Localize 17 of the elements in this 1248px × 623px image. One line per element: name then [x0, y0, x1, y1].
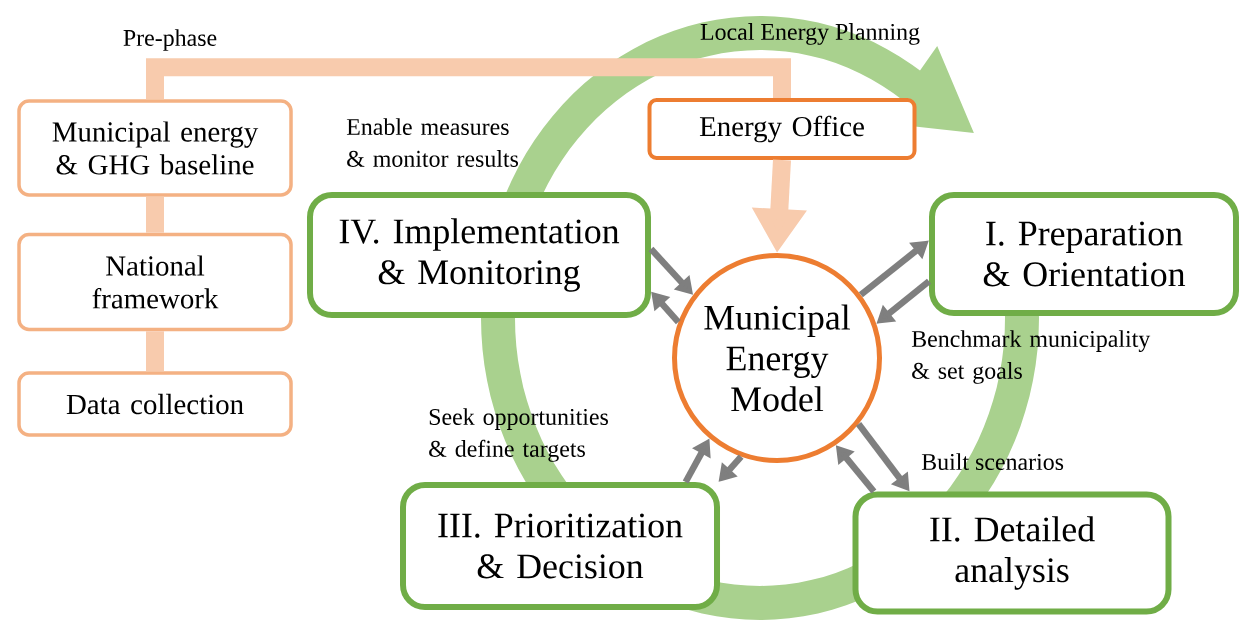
- phase-box: III. Prioritization & Decision: [400, 482, 720, 610]
- office-box: Energy Office: [647, 98, 917, 160]
- connector-pipe: [146, 58, 791, 100]
- annotation: Benchmark municipality & set goals: [911, 330, 1151, 384]
- annotation: Enable measures & monitor results: [346, 118, 518, 167]
- annotation: Built scenarios: [921, 453, 1064, 470]
- annotation: Local Energy Planning: [700, 23, 920, 45]
- connector-pipe: [146, 196, 164, 233]
- phase-box: IV. Implementation & Monitoring: [307, 192, 651, 318]
- annotation: Pre-phase: [123, 29, 217, 51]
- phase-box: I. Preparation & Orientation: [929, 192, 1239, 316]
- prephase-box: Data collection: [17, 371, 293, 437]
- phase-box: II. Detailed analysis: [852, 491, 1172, 615]
- annotation: Seek opportunities & define targets: [429, 408, 608, 462]
- connector-pipe: [146, 331, 164, 372]
- prephase-box: Municipal energy & GHG baseline: [17, 99, 293, 197]
- prephase-box: National framework: [17, 232, 293, 332]
